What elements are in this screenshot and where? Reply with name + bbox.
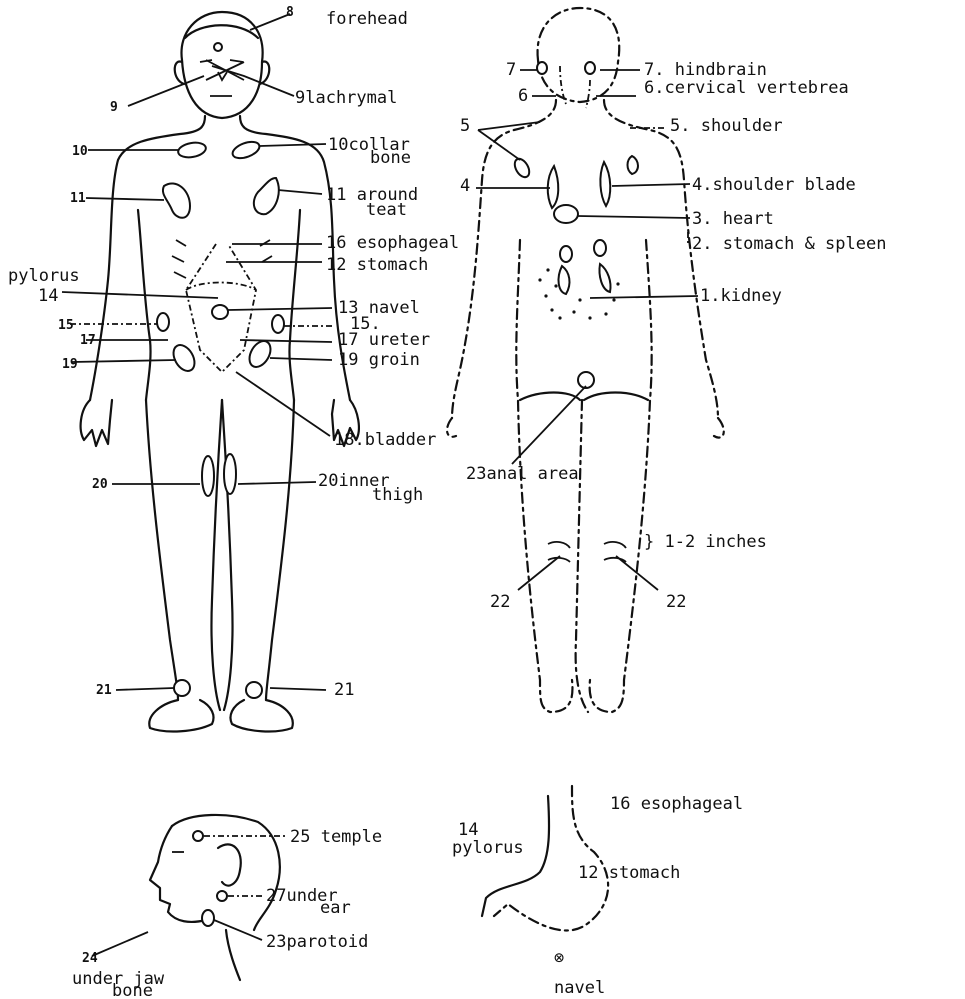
label-9-left: 9 [110, 101, 118, 114]
label-20-left: 20 [92, 478, 108, 491]
label-15-left: 15 [58, 319, 74, 332]
label-under-jaw-2: bone [112, 983, 153, 999]
label-forehead: forehead [326, 11, 408, 28]
label-ureter: 17 ureter [338, 332, 430, 349]
label-shoulder-blade: 4.shoulder blade [692, 177, 856, 194]
label-hindbrain: 7. hindbrain [644, 62, 767, 79]
label-stomach: 12 stomach [326, 257, 428, 274]
label-heart: 3. heart [692, 211, 774, 228]
label-stomach-esophageal: 16 esophageal [610, 796, 743, 813]
label-shoulder: 5. shoulder [670, 118, 783, 135]
label-24: 24 [82, 952, 98, 965]
label-stomach-pylorus: pylorus [452, 840, 524, 857]
label-11-left: 11 [70, 192, 86, 205]
label-8: 8 [286, 6, 294, 19]
label-7-left: 7 [506, 62, 516, 79]
label-teat: teat [366, 202, 407, 219]
front-figure [62, 12, 359, 731]
label-stomach-navel: navel [554, 980, 605, 997]
label-stomach-stomach: 12 stomach [578, 865, 680, 882]
label-22-left: 22 [490, 594, 510, 611]
label-cervical: 6.cervical vertebrea [644, 80, 849, 97]
label-thigh: thigh [372, 487, 423, 504]
label-10-left: 10 [72, 145, 88, 158]
stomach-figure [482, 786, 608, 930]
label-4-left: 4 [460, 178, 470, 195]
label-21-left: 21 [96, 684, 112, 697]
label-temple: 25 temple [290, 829, 382, 846]
label-14: 14 [38, 288, 58, 305]
label-inches: } 1-2 inches [644, 534, 767, 551]
label-anal-area: 23anal area [466, 466, 579, 483]
navel-symbol: ⊗ [554, 950, 564, 967]
label-esophageal: 16 esophageal [326, 235, 459, 252]
label-groin: 19 groin [338, 352, 420, 369]
label-bone: bone [370, 150, 411, 167]
label-22-right: 22 [666, 594, 686, 611]
label-kidney: 1.kidney [700, 288, 782, 305]
label-lachrymal: 9lachrymal [295, 90, 397, 107]
label-21-right: 21 [334, 682, 354, 699]
label-pylorus: pylorus [8, 268, 80, 285]
label-stomach-spleen: 2. stomach & spleen [692, 236, 886, 253]
label-6-left: 6 [518, 88, 528, 105]
label-17-left: 17 [80, 334, 96, 347]
side-head-figure [92, 815, 288, 980]
label-19-left: 19 [62, 358, 78, 371]
label-under-ear-2: ear [320, 900, 351, 917]
label-stomach-14: 14 [458, 822, 478, 839]
label-parotoid: 23parotoid [266, 934, 368, 951]
label-5-left: 5 [460, 118, 470, 135]
label-bladder: 18.bladder [334, 432, 436, 449]
